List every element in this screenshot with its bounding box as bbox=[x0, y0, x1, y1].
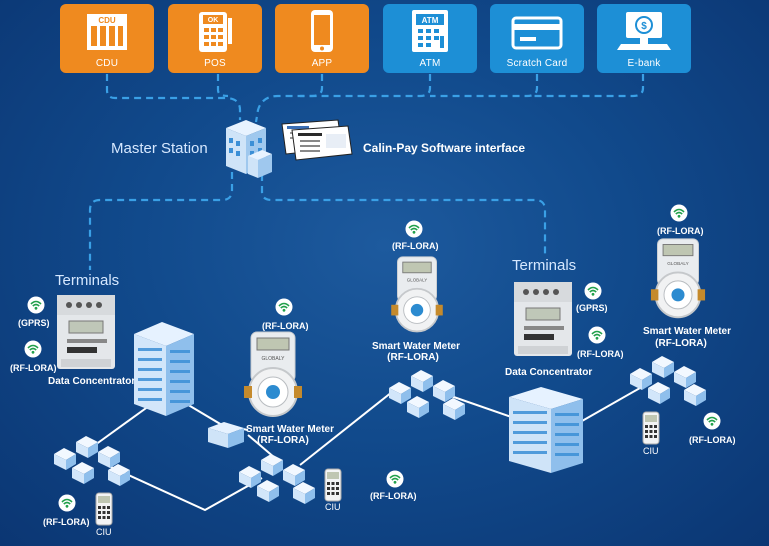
gprs-label-left: (GPRS) bbox=[18, 318, 50, 328]
channel-tile-cdu: CDU CDU bbox=[60, 4, 154, 73]
data-concentrator-label-right: Data Concentrator bbox=[505, 367, 593, 378]
wifi-icon-meter-center bbox=[405, 220, 423, 238]
gprs-label-right: (GPRS) bbox=[576, 303, 608, 313]
link-master-left bbox=[88, 172, 234, 270]
house-cluster-left-icon bbox=[54, 436, 130, 486]
channel-label: Scratch Card bbox=[506, 58, 568, 69]
channel-label: APP bbox=[311, 58, 333, 69]
pos-icon-text: OK bbox=[208, 17, 219, 24]
cdu-icon-text: CDU bbox=[98, 16, 116, 25]
master-station-building-icon bbox=[226, 120, 272, 178]
terminals-label-left: Terminals bbox=[55, 272, 120, 289]
meter-rf-label-right: (RF-LORA) bbox=[657, 226, 704, 236]
channel-label: CDU bbox=[95, 58, 119, 69]
link-atm bbox=[300, 74, 432, 98]
data-concentrator-left-icon bbox=[57, 295, 115, 369]
channel-label: POS bbox=[204, 58, 226, 69]
ciu-rf-label-left: (RF-LORA) bbox=[43, 517, 90, 527]
smart-water-meter-right-icon: GLOBALY bbox=[650, 238, 706, 319]
e-bank-computer-icon: $ bbox=[617, 12, 671, 50]
ciu-label-left: CIU bbox=[96, 527, 112, 537]
house-cluster-center-icon bbox=[239, 454, 315, 504]
meter-brand-text: GLOBALY bbox=[407, 278, 427, 283]
ciu-label-right: CIU bbox=[643, 446, 659, 456]
wifi-icon-gprs-right bbox=[584, 282, 602, 300]
meter-label-right: Smart Water Meter bbox=[643, 326, 731, 337]
svg-text:$: $ bbox=[641, 21, 647, 32]
wifi-icon-rf-left bbox=[24, 340, 42, 358]
line-centre-to-tower bbox=[447, 394, 521, 421]
atm-icon: ATM bbox=[412, 10, 448, 52]
smart-water-meter-left-icon: GLOBALY bbox=[244, 331, 302, 417]
data-concentrator-label-left: Data Concentrator bbox=[48, 376, 136, 387]
channel-tile-e-bank: $ E-bank bbox=[597, 4, 691, 73]
data-concentrator-right-icon bbox=[514, 282, 572, 356]
ciu-device-left-icon bbox=[95, 492, 113, 526]
line-tower-to-right-houses bbox=[574, 387, 641, 426]
meter-brand-text: GLOBALY bbox=[262, 356, 286, 362]
terminals-label-right: Terminals bbox=[512, 257, 577, 274]
pos-terminal-icon: OK bbox=[199, 12, 232, 52]
ciu-label-center: CIU bbox=[325, 502, 341, 512]
scratch-card-icon bbox=[511, 16, 563, 50]
link-pos bbox=[216, 74, 229, 98]
cdu-icon: CDU bbox=[87, 14, 127, 50]
ciu-device-center-icon bbox=[324, 468, 342, 502]
meter-rf-label-center: (RF-LORA) bbox=[392, 241, 439, 251]
house-cluster-right-icon bbox=[630, 356, 706, 406]
wifi-icon-ciu-center bbox=[386, 470, 404, 488]
channel-tile-pos: OK POS bbox=[168, 4, 262, 73]
tall-building-right-icon bbox=[509, 387, 583, 473]
link-app bbox=[254, 74, 324, 123]
line-houses-bottom bbox=[99, 461, 263, 512]
house-cluster-mid-icon bbox=[389, 370, 465, 420]
meter-brand-text: GLOBALY bbox=[667, 261, 688, 266]
line-to-centre-houses bbox=[299, 391, 393, 466]
channel-label: E-bank bbox=[627, 58, 661, 69]
meter-label-left: Smart Water Meter bbox=[246, 424, 334, 435]
wifi-icon-ciu-left bbox=[58, 494, 76, 512]
wifi-icon-gprs-left bbox=[27, 296, 45, 314]
channel-tile-atm: ATM ATM bbox=[383, 4, 477, 73]
meter-rf-sub-label-center: (RF-LORA) bbox=[387, 352, 439, 363]
smartphone-icon bbox=[311, 10, 333, 52]
rf-label-right: (RF-LORA) bbox=[577, 349, 624, 359]
wifi-icon-meter-left bbox=[275, 298, 293, 316]
wifi-icon-meter-right bbox=[670, 204, 688, 222]
ciu-device-right-icon bbox=[642, 411, 660, 445]
rf-label-left: (RF-LORA) bbox=[10, 363, 57, 373]
wifi-icon-ciu-right bbox=[703, 412, 721, 430]
small-building-icon bbox=[208, 422, 244, 448]
atm-icon-text: ATM bbox=[422, 16, 439, 25]
channel-tile-app: APP bbox=[275, 4, 369, 73]
channel-label: ATM bbox=[419, 58, 441, 69]
ciu-rf-label-right: (RF-LORA) bbox=[689, 435, 736, 445]
link-ebank bbox=[530, 74, 645, 98]
meter-rf-sub-label-right: (RF-LORA) bbox=[655, 338, 707, 349]
meter-rf-sub-label-left: (RF-LORA) bbox=[257, 435, 309, 446]
link-cdu bbox=[105, 74, 242, 120]
master-station-label: Master Station bbox=[111, 140, 208, 157]
wifi-icon-rf-right bbox=[588, 326, 606, 344]
meter-label-center: Smart Water Meter bbox=[372, 341, 460, 352]
link-scratch bbox=[430, 74, 539, 98]
software-interface-label: Calin-Pay Software interface bbox=[363, 141, 526, 155]
ciu-rf-label-center: (RF-LORA) bbox=[370, 491, 417, 501]
meter-rf-label-left: (RF-LORA) bbox=[262, 321, 309, 331]
smart-water-meter-center-icon: GLOBALY bbox=[391, 256, 443, 333]
software-screens-icon bbox=[281, 119, 353, 161]
line-box-to-houses bbox=[247, 434, 276, 459]
channel-tile-scratch-card: Scratch Card bbox=[490, 4, 584, 73]
tall-building-left-icon bbox=[134, 322, 194, 416]
